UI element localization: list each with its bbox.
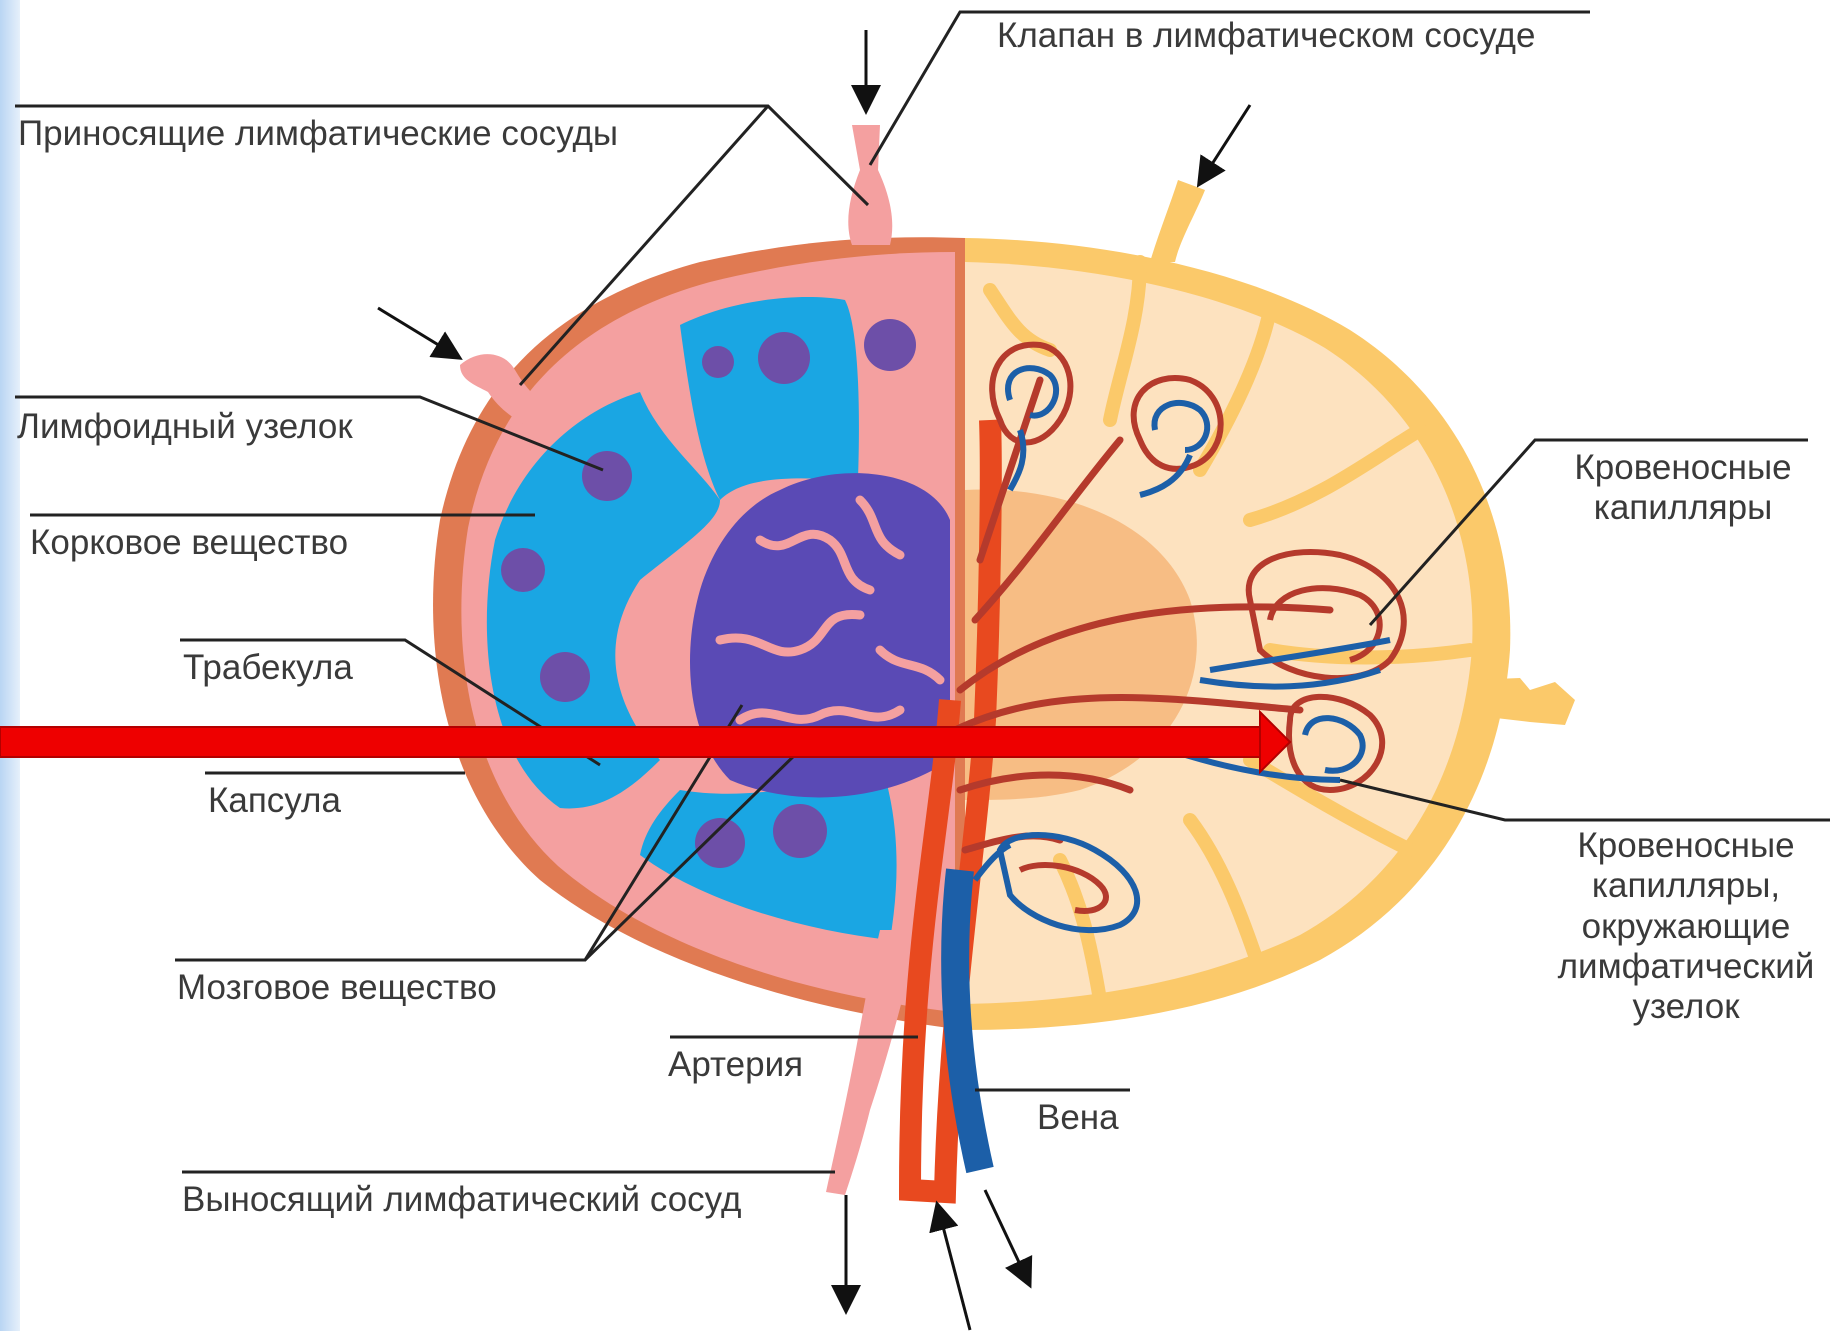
label-capillaries-line-2: капилляры xyxy=(1548,488,1818,528)
label-vein: Вена xyxy=(1037,1098,1119,1138)
label-capillaries-nodule-line-5: узелок xyxy=(1538,987,1834,1027)
label-capillaries: Кровеносные капилляры xyxy=(1548,448,1818,529)
right-afferent-top xyxy=(1150,180,1205,262)
arrow-vein-out xyxy=(985,1190,1025,1275)
label-artery: Артерия xyxy=(668,1045,803,1085)
label-capillaries-nodule-line-4: лимфатический xyxy=(1538,947,1834,987)
right-half xyxy=(910,180,1575,1192)
label-efferent: Выносящий лимфатический сосуд xyxy=(182,1180,741,1220)
label-nodule: Лимфоидный узелок xyxy=(17,407,353,447)
label-valve: Клапан в лимфатическом сосуде xyxy=(997,16,1535,56)
label-capillaries-nodule-line-2: капилляры, xyxy=(1538,866,1834,906)
label-capillaries-nodule-line-1: Кровеносные xyxy=(1538,826,1834,866)
arrow-right-afferent xyxy=(1205,105,1250,175)
label-afferent: Приносящие лимфатические сосуды xyxy=(18,114,618,154)
arrow-artery-in xyxy=(940,1215,970,1330)
afferent-vessel-top xyxy=(848,125,892,245)
left-half xyxy=(433,125,965,1195)
label-capillaries-nodule: Кровеносные капилляры, окружающие лимфат… xyxy=(1538,826,1834,1027)
arrow-afferent-left xyxy=(378,308,450,352)
label-capillaries-nodule-line-3: окружающие xyxy=(1538,907,1834,947)
label-capsule: Капсула xyxy=(208,781,341,821)
label-capillaries-line-1: Кровеносные xyxy=(1548,448,1818,488)
label-cortex: Корковое вещество xyxy=(30,523,348,563)
label-trabecula: Трабекула xyxy=(183,648,353,688)
label-medulla: Мозговое вещество xyxy=(177,968,497,1008)
